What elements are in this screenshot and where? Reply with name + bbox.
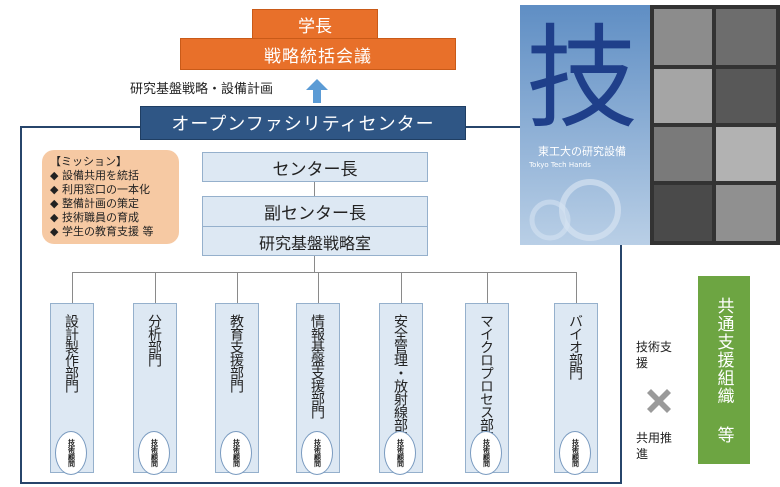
- center-frame-bottom: [20, 482, 622, 484]
- connector-line: [72, 272, 576, 273]
- tech-advisor-badge: 技術顧問: [470, 431, 502, 475]
- director-label: センター長: [272, 159, 358, 180]
- tech-advisor-badge: 技術顧問: [220, 431, 252, 475]
- connector-line: [237, 272, 238, 303]
- tech-advisor-badge: 技術顧問: [559, 431, 591, 475]
- tech-advisor-badge: 技術顧問: [384, 431, 416, 475]
- president-box: 学長: [252, 9, 378, 39]
- dept-name: バイオ部門: [567, 314, 583, 379]
- dept-analysis: 分析部門 技術顧問: [133, 303, 177, 475]
- strategy-office-label: 研究基盤戦略室: [258, 234, 371, 253]
- tech-support-label: 技術支援: [636, 340, 673, 370]
- dept-safety-radiation: 安全管理・放射線部門 技術顧問: [379, 303, 423, 475]
- president-label: 学長: [298, 16, 332, 37]
- dept-bio: バイオ部門 技術顧問: [554, 303, 598, 475]
- dept-information-infrastructure: 情報基盤支援部門 技術顧問: [296, 303, 340, 475]
- dept-design-manufacturing: 設計製作部門 技術顧問: [50, 303, 94, 475]
- diamond-bullet-icon: ◆: [50, 183, 59, 196]
- tech-advisor-badge: 技術顧問: [138, 431, 170, 475]
- dept-name: 教育支援部門: [228, 314, 244, 392]
- diamond-bullet-icon: ◆: [50, 197, 59, 210]
- center-title-bar: オープンファシリティセンター: [140, 106, 466, 140]
- mission-item: ◆技術職員の育成: [50, 211, 139, 224]
- photo-caption: 東工大の研究設備: [538, 144, 626, 158]
- mission-item: ◆設備共用を統括: [50, 169, 139, 182]
- connector-line: [318, 272, 319, 303]
- diamond-bullet-icon: ◆: [50, 211, 59, 224]
- connector-line: [155, 272, 156, 303]
- director-box: センター長: [202, 152, 428, 182]
- deputy-label: 副センター長: [203, 197, 427, 227]
- mission-item: ◆利用窓口の一本化: [50, 183, 150, 196]
- mission-heading: 【ミッション】: [50, 155, 127, 168]
- dept-name: マイクロプロセス部門: [478, 314, 494, 444]
- mission-box: 【ミッション】 ◆設備共用を統括 ◆利用窓口の一本化 ◆整備計画の策定 ◆技術職…: [42, 150, 179, 244]
- shared-promotion-label: 共用推進: [636, 431, 673, 461]
- mission-item: ◆整備計画の策定: [50, 197, 139, 210]
- strategy-plan-text: 研究基盤戦略・設備計画: [130, 82, 274, 97]
- center-frame-right: [620, 126, 622, 484]
- connector-line: [576, 272, 577, 303]
- dept-name: 情報基盤支援部門: [309, 314, 325, 418]
- dept-microprocess: マイクロプロセス部門 技術顧問: [465, 303, 509, 475]
- photo-caption-en: Tokyo Tech Hands: [528, 161, 591, 169]
- dept-name: 安全管理・放射線部門: [392, 314, 408, 444]
- connector-line: [314, 256, 315, 272]
- cross-icon: [647, 389, 671, 413]
- dept-name: 設計製作部門: [63, 314, 79, 392]
- connector-line: [487, 272, 488, 303]
- photo-big-char: 技: [526, 14, 638, 144]
- connector-line: [72, 272, 73, 303]
- tech-advisor-badge: 技術顧問: [301, 431, 333, 475]
- connector-line: [401, 272, 402, 303]
- council-label: 戦略統括会議: [264, 46, 372, 67]
- common-support-org-box: 共通支援組織 等: [698, 276, 750, 464]
- deputy-box: 副センター長 研究基盤戦略室: [202, 196, 428, 256]
- connector-line: [314, 182, 315, 196]
- dept-education-support: 教育支援部門 技術顧問: [215, 303, 259, 475]
- strategy-council-box: 戦略統括会議: [180, 38, 456, 70]
- tech-advisor-badge: 技術顧問: [55, 431, 87, 475]
- dept-name: 分析部門: [146, 314, 162, 366]
- diamond-bullet-icon: ◆: [50, 225, 59, 238]
- equipment-photo-collage: 技 東工大の研究設備 Tokyo Tech Hands: [520, 5, 780, 245]
- diamond-bullet-icon: ◆: [50, 169, 59, 182]
- center-title: オープンファシリティセンター: [171, 114, 435, 135]
- up-arrow-icon: [306, 79, 328, 103]
- mission-item: ◆学生の教育支援 等: [50, 225, 154, 238]
